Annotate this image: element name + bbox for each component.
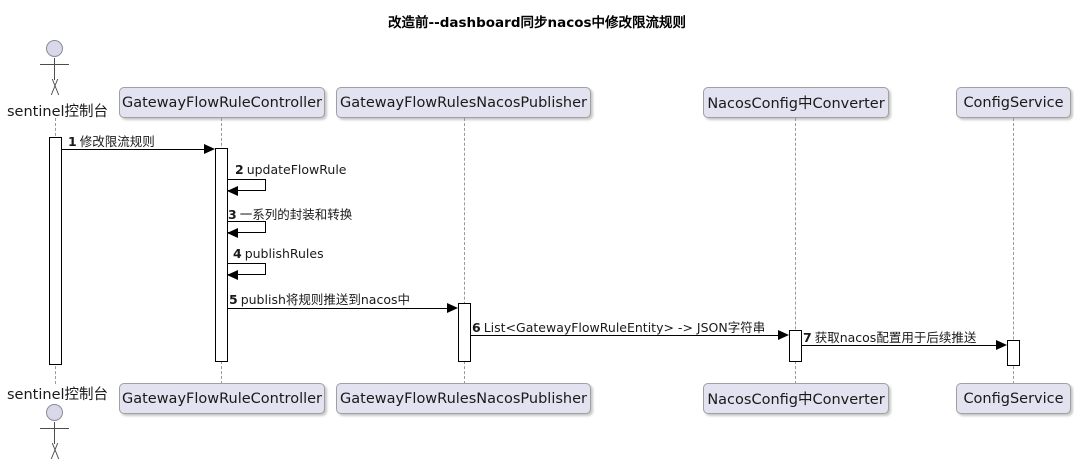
participant-configservice-top[interactable]: ConfigService [956,87,1071,118]
message-text-5: publish将规则推送到nacos中 [240,292,410,307]
message-line-5 [228,308,448,309]
message-arrowhead-3 [227,228,238,238]
actor-sentinel-console-bottom[interactable] [33,404,77,460]
activation-publisher [458,303,471,362]
actor-label-top: sentinel控制台 [7,104,109,120]
actor-sentinel-console-top[interactable] [33,40,77,96]
lifeline-converter [795,118,796,384]
participant-publisher-top[interactable]: GatewayFlowRulesNacosPublisher [336,87,591,118]
message-number-1: 1 [68,134,77,149]
participant-publisher-bottom[interactable]: GatewayFlowRulesNacosPublisher [336,383,591,414]
message-text-1: 修改限流规则 [79,134,155,149]
message-number-6: 6 [472,320,481,335]
message-line-1 [62,149,205,150]
actor-body-icon [54,422,55,444]
actor-head-icon [46,404,63,421]
message-arrowhead-1 [204,144,215,154]
message-line-7 [802,345,997,346]
participant-converter-top[interactable]: NacosConfig中Converter [703,87,889,118]
message-number-7: 7 [803,330,812,345]
message-arrowhead-2 [227,186,238,196]
lifeline-publisher [464,118,465,384]
actor-head-icon [46,40,63,57]
activation-configsvc [1007,340,1020,366]
message-number-5: 5 [229,292,238,307]
message-number-2: 2 [235,162,244,177]
message-arrowhead-7 [996,340,1007,350]
message-arrowhead-6 [778,330,789,340]
message-selfcall-2 [228,179,266,191]
message-number-3: 3 [228,207,237,222]
participant-controller-bottom[interactable]: GatewayFlowRuleController [119,383,325,414]
actor-body-icon [54,58,55,80]
message-line-6 [471,335,779,336]
message-number-4: 4 [233,246,242,261]
participant-configservice-bottom[interactable]: ConfigService [956,383,1071,414]
message-text-4: publishRules [244,246,324,261]
activation-converter [789,330,802,362]
diagram-title: 改造前--dashboard同步nacos中修改限流规则 [387,15,687,31]
lifeline-configsvc [1013,118,1014,384]
message-text-2: updateFlowRule [246,162,347,177]
participant-converter-bottom[interactable]: NacosConfig中Converter [703,383,889,414]
participant-controller-top[interactable]: GatewayFlowRuleController [119,87,325,118]
message-text-3: 一系列的封装和转换 [239,207,353,222]
message-arrowhead-5 [447,303,458,313]
message-selfcall-3 [228,221,266,233]
activation-controller [215,148,228,362]
message-text-7: 获取nacos配置用于后续推送 [814,330,977,345]
actor-label-bottom: sentinel控制台 [7,387,109,403]
activation-actor [49,137,62,365]
message-text-6: List<GatewayFlowRuleEntity> -> JSON字符串 [483,320,766,335]
message-arrowhead-4 [227,270,238,280]
message-selfcall-4 [228,263,266,275]
